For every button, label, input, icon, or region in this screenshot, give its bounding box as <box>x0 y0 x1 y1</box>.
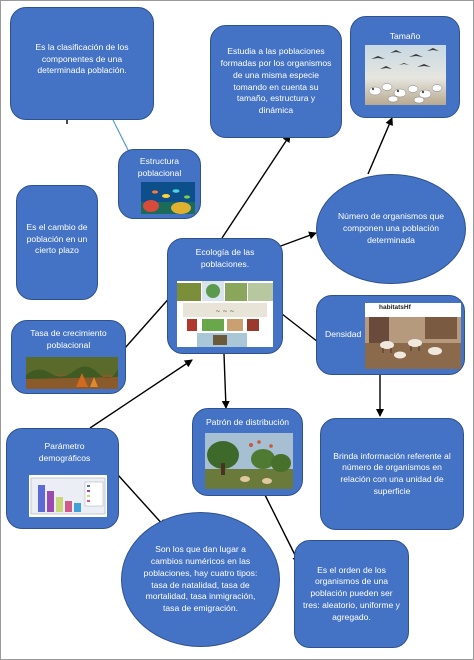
estudia-text: Estudia a las poblaciones formadas por l… <box>220 46 332 115</box>
tasa-title: Tasa de crecimiento poblacional <box>30 328 107 350</box>
node-estructura: Estructura poblacional <box>118 149 201 219</box>
brinda-text: Brinda información referente al número d… <box>333 450 451 496</box>
numero-text: Número de organismos que componen una po… <box>337 211 445 245</box>
parametro-title: Parámetro demográficos <box>38 441 91 463</box>
reef-fish-photo <box>141 182 195 214</box>
arrow-to-numero <box>277 231 317 248</box>
deer-photo: habitatsHf <box>365 303 461 369</box>
connector-ecologia-densidad <box>281 313 319 343</box>
ecology-collage: ~ ~ ~ <box>177 281 273 347</box>
node-clasificacion: Es la clasificación de los componentes d… <box>10 7 154 120</box>
trees-birds-photo <box>205 433 293 489</box>
arrow-to-tasa <box>116 294 173 358</box>
node-sonlos: Son los que dan lugar a cambios numérico… <box>121 512 280 647</box>
node-ecologia: Ecología de las poblaciones. ~ ~ ~ <box>167 238 283 354</box>
node-tamano: Tamaño <box>350 16 460 118</box>
node-eselorden: Es el orden de los organismos de una pob… <box>294 540 409 648</box>
node-brinda: Brinda información referente al número d… <box>320 418 464 530</box>
node-patron: Patrón de distribución <box>192 408 303 496</box>
cambio-text: Es el cambio de población en un cierto p… <box>26 222 88 256</box>
node-parametro: Parámetro demográficos <box>6 428 119 529</box>
densidad-label: Densidad <box>325 329 362 340</box>
birds-photo <box>365 45 446 105</box>
sonlos-text: Son los que dan lugar a cambios numérico… <box>143 544 258 613</box>
node-tasa: Tasa de crecimiento poblacional <box>11 320 126 394</box>
svg-text:~ ~ ~: ~ ~ ~ <box>216 308 235 315</box>
arrow-to-estudia <box>221 134 291 239</box>
bar-chart-thumbnail <box>29 475 107 517</box>
bushfire-photo <box>26 357 118 389</box>
node-estudia: Estudia a las poblaciones formadas por l… <box>210 25 342 138</box>
arrow-to-tamano <box>367 117 393 175</box>
ecologia-title: Ecología de las poblaciones. <box>195 247 255 269</box>
patron-title: Patrón de distribución <box>205 417 290 427</box>
arrow-to-sonlos <box>117 474 166 528</box>
estructura-title: Estructura poblacional <box>137 156 182 178</box>
arrow-to-patron <box>221 353 230 409</box>
node-numero: Número de organismos que componen una po… <box>316 174 466 284</box>
arrow-to-ecologia <box>89 359 193 429</box>
density-image-label: habitatsHf <box>379 304 411 311</box>
connector-clasificacion-estructura <box>112 119 129 151</box>
node-densidad: Densidad habitatsHf <box>316 295 465 375</box>
arrow-to-eselorden <box>264 494 300 564</box>
eselorden-text: Es el orden de los organismos de una pob… <box>303 564 400 622</box>
clasificacion-text: Es la clasificación de los componentes d… <box>35 42 129 76</box>
tamano-title: Tamaño <box>389 31 421 41</box>
node-cambio: Es el cambio de población en un cierto p… <box>16 185 98 300</box>
